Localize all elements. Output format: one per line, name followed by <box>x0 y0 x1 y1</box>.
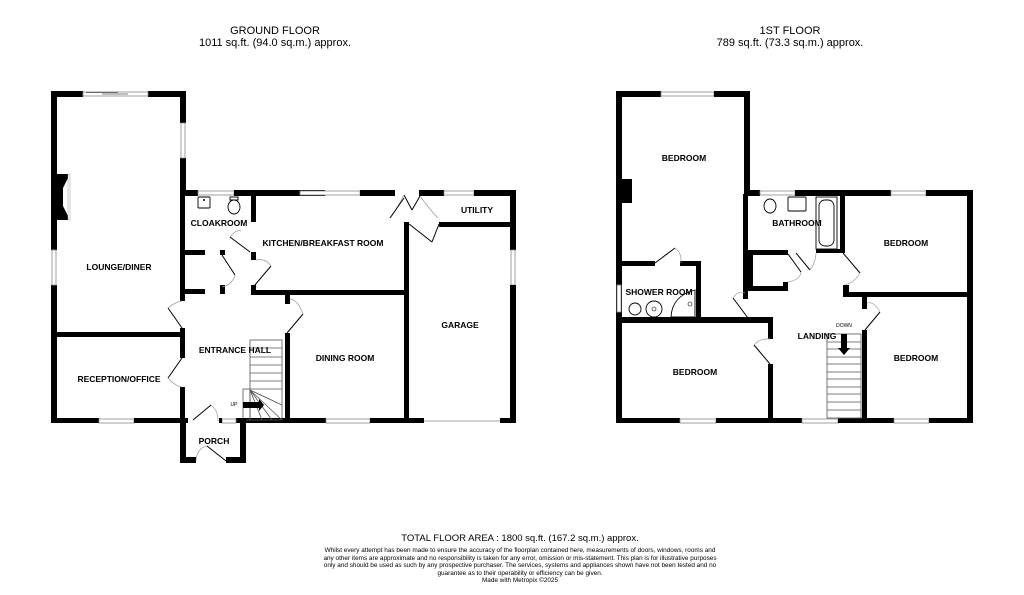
room-label-bedroom-1: BEDROOM <box>662 153 706 163</box>
staircase-down <box>826 333 862 419</box>
footer: TOTAL FLOOR AREA : 1800 sq.ft. (167.2 sq… <box>320 533 720 585</box>
room-label-reception: RECEPTION/OFFICE <box>77 374 160 384</box>
window <box>890 190 927 196</box>
window <box>660 91 715 97</box>
window <box>679 418 717 424</box>
room-label-lounge-diner: LOUNGE/DINER <box>86 262 151 272</box>
first-floor-header: 1ST FLOOR 789 sq.ft. (73.3 sq.m.) approx… <box>680 25 900 49</box>
ground-floor-area: 1011 sq.ft. (94.0 sq.m.) approx. <box>198 37 352 49</box>
first-floor-area: 789 sq.ft. (73.3 sq.m.) approx. <box>716 37 864 49</box>
room-label-utility: UTILITY <box>461 205 493 215</box>
stairs-down-label: DOWN <box>836 323 852 329</box>
basin-icon <box>787 196 807 212</box>
room-label-entrance-hall: ENTRANCE HALL <box>199 345 271 355</box>
window <box>197 190 235 196</box>
window <box>98 418 135 424</box>
room-label-bedroom-2: BEDROOM <box>884 238 928 248</box>
stairs-up-label: UP <box>231 402 239 408</box>
window <box>759 190 796 196</box>
staircase-up <box>242 339 283 421</box>
room-label-landing: LANDING <box>798 331 837 341</box>
disclaimer: Whilst every attempt has been made to en… <box>323 547 717 577</box>
room-label-bathroom: BATHROOM <box>772 218 821 228</box>
room-label-dining-room: DINING ROOM <box>316 353 375 363</box>
window <box>180 122 186 159</box>
fireplace <box>622 179 632 203</box>
window <box>616 284 622 313</box>
ground-floor-title: GROUND FLOOR <box>230 25 320 37</box>
window <box>221 418 237 424</box>
toilet-icon <box>628 302 642 316</box>
window <box>801 418 839 424</box>
window <box>443 190 475 196</box>
ground-floor-plan <box>51 91 516 463</box>
toilet-icon <box>763 198 777 214</box>
shower-icon <box>670 289 696 318</box>
first-floor-plan <box>616 91 973 424</box>
window <box>325 418 371 424</box>
arrow-up-icon <box>243 399 264 411</box>
basin-icon <box>645 300 663 318</box>
room-label-garage: GARAGE <box>441 320 479 330</box>
fireplace <box>57 174 68 220</box>
arrow-down-icon <box>838 334 850 355</box>
room-label-bedroom-4: BEDROOM <box>894 353 938 363</box>
room-label-shower-room: SHOWER ROOM <box>625 287 692 297</box>
total-floor-area: TOTAL FLOOR AREA : 1800 sq.ft. (167.2 sq… <box>401 533 639 544</box>
room-label-porch: PORCH <box>199 436 230 446</box>
first-floor-title: 1ST FLOOR <box>759 25 821 37</box>
window <box>510 249 516 286</box>
basin-icon <box>197 196 211 209</box>
window <box>893 418 930 424</box>
ground-floor-header: GROUND FLOOR 1011 sq.ft. (94.0 sq.m.) ap… <box>150 25 400 49</box>
room-label-bedroom-3: BEDROOM <box>673 367 717 377</box>
window <box>299 190 361 196</box>
room-label-cloakroom: CLOAKROOM <box>191 218 248 228</box>
credit: Made with Metropix ©2025 <box>481 577 559 585</box>
room-label-kitchen: KITCHEN/BREAKFAST ROOM <box>263 238 384 248</box>
